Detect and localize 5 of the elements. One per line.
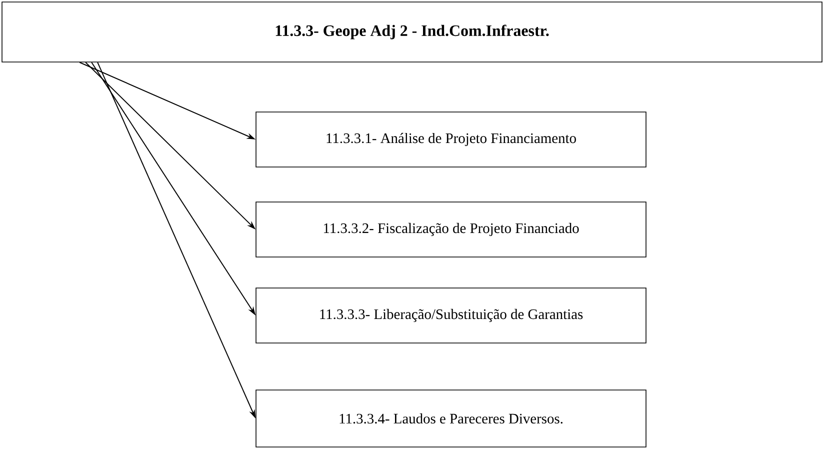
process-box: 11.3.3.4- Laudos e Pareceres Diversos.	[256, 390, 646, 448]
process-box: 11.3.3.3- Liberação/Substituição de Garantias	[256, 288, 646, 344]
process-box: 11.3.3.2- Fiscalização de Projeto Financiado	[256, 202, 646, 258]
process-box: 11.3.3.1- Análise de Projeto Financiamento	[256, 112, 646, 168]
title-box: 11.3.3- Geope Adj 2 - Ind.Com.Infraestr.	[2, 2, 822, 62]
